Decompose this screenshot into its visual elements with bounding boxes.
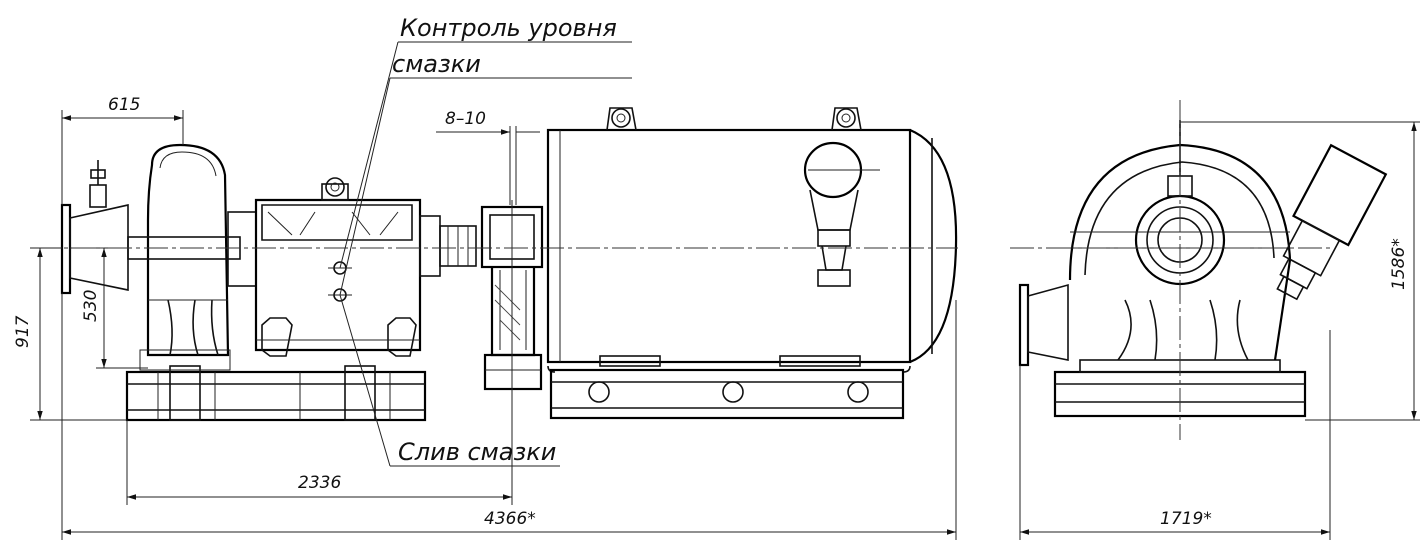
dim-917: 917 <box>13 315 33 348</box>
front-view <box>36 107 958 422</box>
coupling <box>480 200 544 391</box>
oil-level-label-line2: смазки <box>392 50 481 78</box>
dim-1586: 1586* <box>1389 238 1409 290</box>
dim-615: 615 <box>108 95 140 115</box>
motor-base-frame <box>549 368 905 420</box>
gearbox <box>254 177 477 357</box>
side-view <box>1010 100 1388 440</box>
dim-530: 530 <box>81 290 101 322</box>
oil-drain-label: Слив смазки <box>398 438 556 466</box>
oil-level-label-line1: Контроль уровня <box>400 14 617 42</box>
leader-lines <box>339 41 632 467</box>
pump-gearbox-base-frame <box>125 365 427 422</box>
labels: Контроль уровня смазки Слив смазки 615 8… <box>13 14 1409 529</box>
dimension-lines <box>30 110 1420 540</box>
dim-1719: 1719* <box>1160 509 1212 529</box>
pump <box>60 143 257 371</box>
electric-motor <box>546 107 958 373</box>
dim-8-10: 8–10 <box>445 109 486 129</box>
dim-4366: 4366* <box>484 509 536 529</box>
dim-2336: 2336 <box>298 473 341 493</box>
